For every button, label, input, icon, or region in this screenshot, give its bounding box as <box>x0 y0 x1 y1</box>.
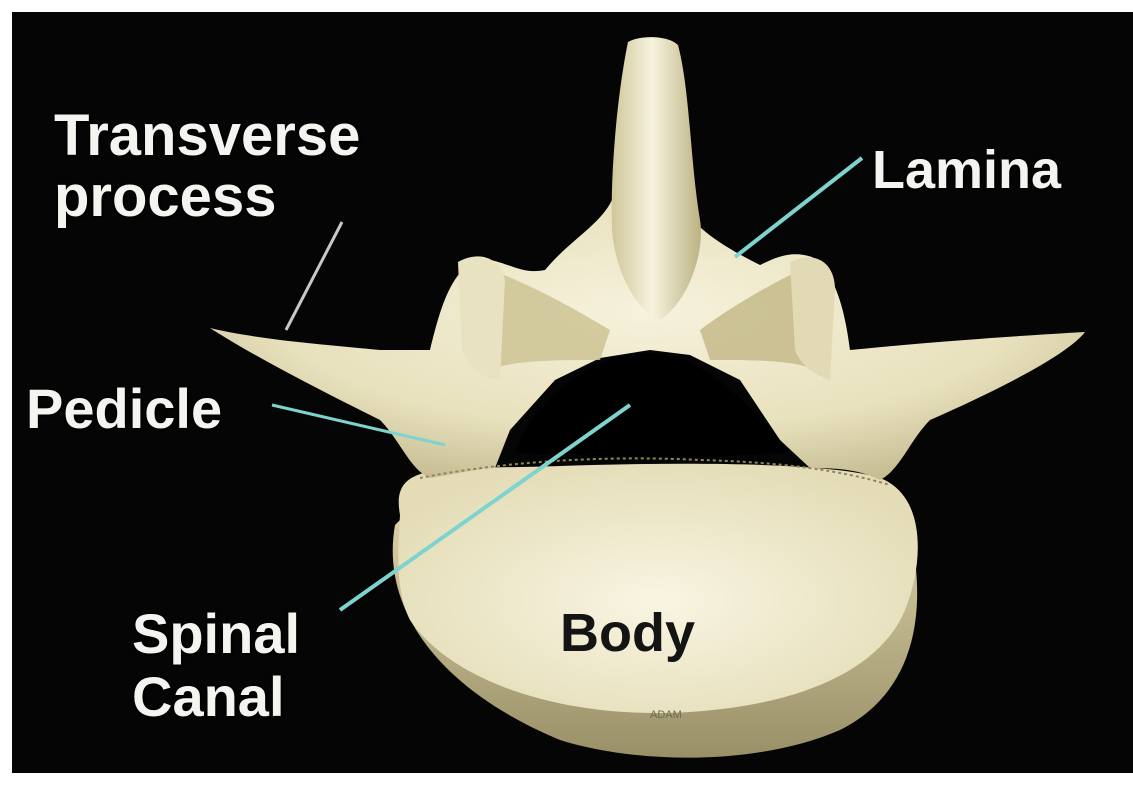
label-transverse-process: Transverse process <box>54 106 360 228</box>
label-body: Body <box>560 605 695 662</box>
label-transverse-line1: Transverse <box>54 103 360 168</box>
label-pedicle: Pedicle <box>26 380 222 439</box>
label-transverse-line2: process <box>54 164 276 229</box>
label-spinal-line2: Canal <box>132 665 285 728</box>
label-spinal-canal: Spinal Canal <box>132 603 300 728</box>
label-lamina: Lamina <box>872 142 1061 199</box>
copyright-mark: ADAM <box>650 709 682 721</box>
label-spinal-line1: Spinal <box>132 602 300 665</box>
